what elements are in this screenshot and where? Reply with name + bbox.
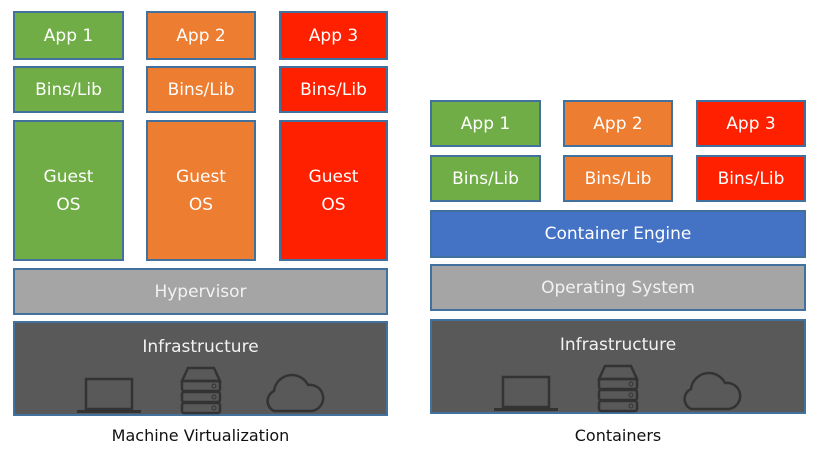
vm-guest-os-1: Guest OS	[13, 120, 124, 261]
vm-bins-1: Bins/Lib	[13, 66, 124, 113]
vm-infrastructure: Infrastructure	[13, 321, 388, 416]
ct-bins-2: Bins/Lib	[563, 155, 673, 202]
ct-operating-system: Operating System	[430, 264, 806, 311]
vm-bins-2: Bins/Lib	[146, 66, 256, 113]
laptop-icon	[76, 377, 141, 413]
cloud-icon	[265, 373, 324, 413]
vm-app-3: App 3	[279, 11, 388, 60]
ct-app-2: App 2	[563, 100, 673, 147]
vm-guest-os-3: Guest OS	[279, 120, 388, 261]
vm-app-2: App 2	[146, 11, 256, 60]
server-icon	[179, 366, 222, 415]
ct-container-engine: Container Engine	[430, 210, 806, 258]
vm-infrastructure-label: Infrastructure	[142, 337, 259, 357]
vm-caption: Machine Virtualization	[111, 426, 290, 445]
vm-guest-os-2: Guest OS	[146, 120, 256, 261]
ct-bins-3: Bins/Lib	[696, 155, 806, 202]
laptop-icon	[494, 375, 558, 411]
ct-infrastructure: Infrastructure	[430, 319, 806, 414]
ct-infrastructure-label: Infrastructure	[559, 335, 677, 355]
ct-app-3: App 3	[696, 100, 806, 147]
cloud-icon	[683, 371, 742, 411]
vm-hypervisor: Hypervisor	[13, 268, 388, 315]
ct-bins-1: Bins/Lib	[430, 155, 541, 202]
server-icon	[597, 364, 639, 413]
ct-app-1: App 1	[430, 100, 541, 147]
vm-app-1: App 1	[13, 11, 124, 60]
ct-caption: Containers	[574, 426, 662, 445]
vm-bins-3: Bins/Lib	[279, 66, 388, 113]
